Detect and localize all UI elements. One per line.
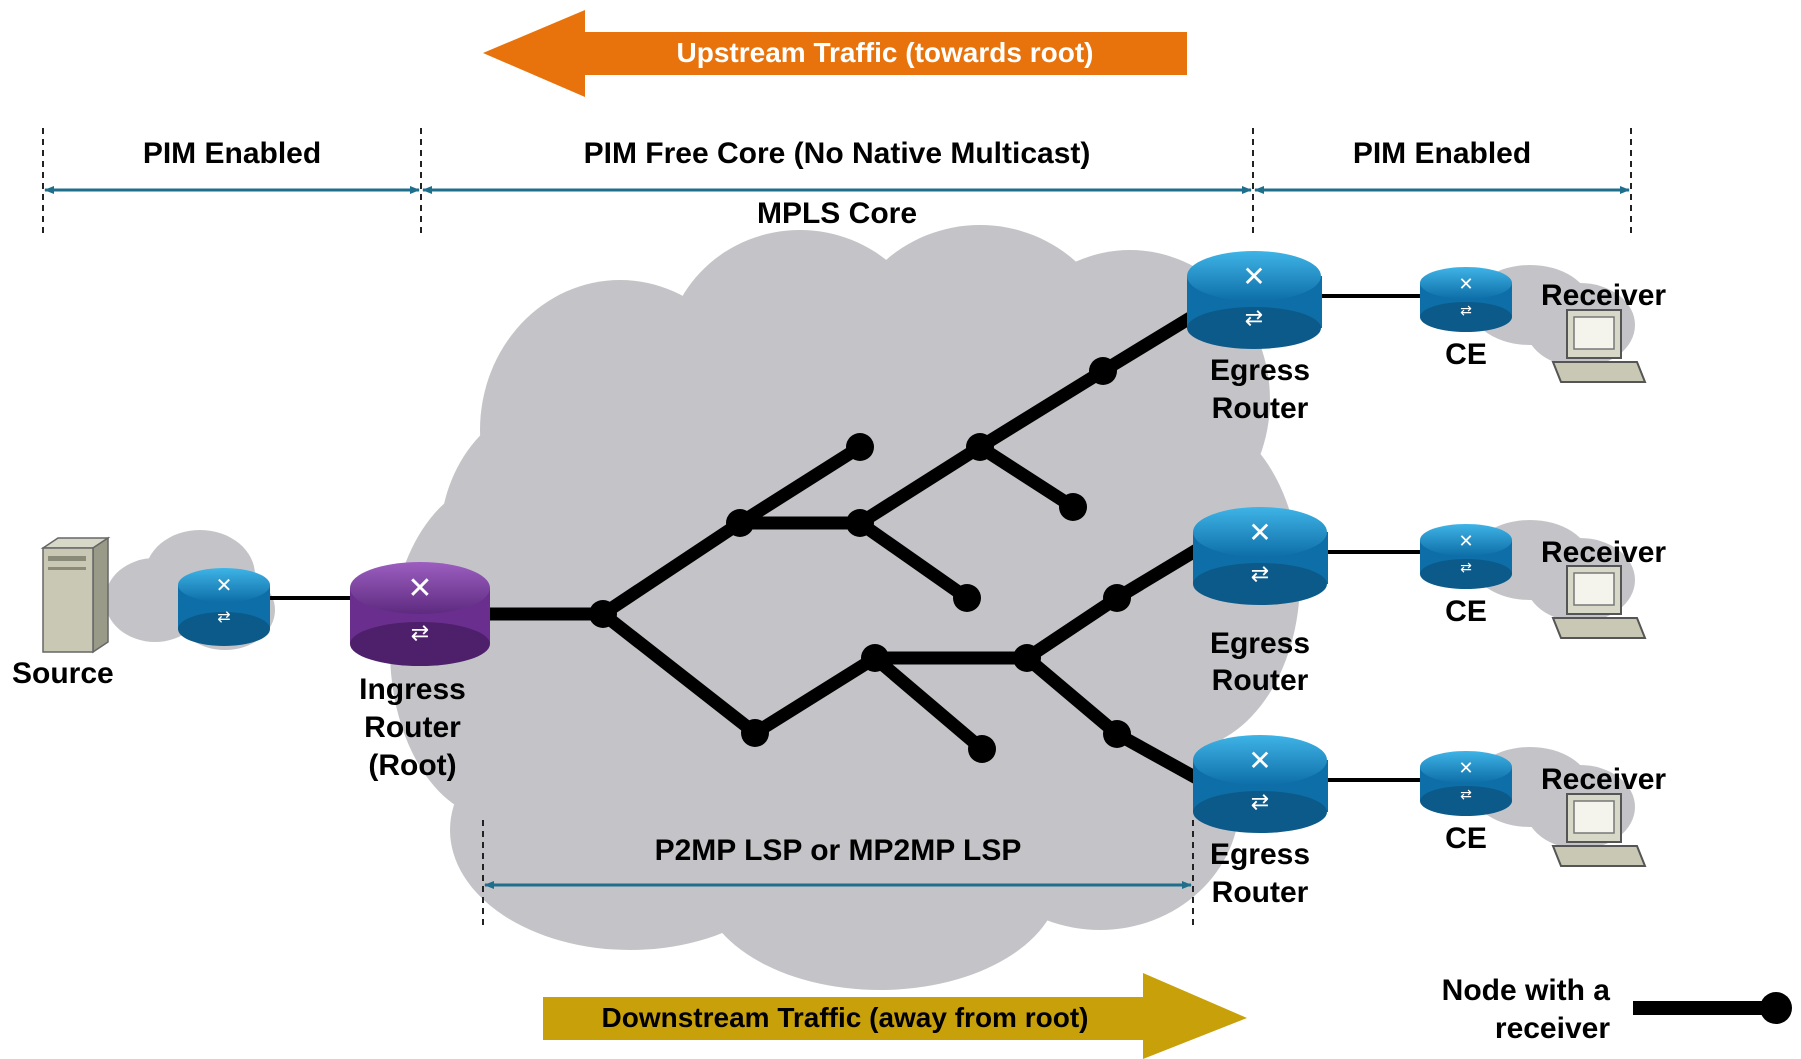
lsp-type-label: P2MP LSP or MP2MP LSP xyxy=(654,834,1022,867)
ingress-label-line2: Router xyxy=(364,711,461,744)
svg-text:✕: ✕ xyxy=(1458,758,1473,779)
egress-label-2-line1: Egress xyxy=(1209,627,1311,660)
svg-text:✕: ✕ xyxy=(1248,516,1271,549)
receiver-label-2: Receiver xyxy=(1541,536,1667,569)
upstream-arrow xyxy=(483,10,1187,97)
svg-text:✕: ✕ xyxy=(1248,744,1271,777)
receiver-pc-icon-1[interactable] xyxy=(1551,309,1647,383)
svg-text:⇄: ⇄ xyxy=(1460,560,1472,576)
svg-text:⇄: ⇄ xyxy=(1460,303,1472,319)
zone-label-left: PIM Enabled xyxy=(142,137,322,170)
egress-label-1-line2: Router xyxy=(1211,392,1309,425)
svg-text:⇄: ⇄ xyxy=(1245,306,1263,331)
zone-label-right: PIM Enabled xyxy=(1352,137,1532,170)
egress-label-3-line2: Router xyxy=(1211,876,1309,909)
zone-boundaries xyxy=(42,128,1632,930)
receiver-label-1: Receiver xyxy=(1541,279,1667,312)
svg-text:✕: ✕ xyxy=(216,573,233,597)
lsp-tree-nodes xyxy=(589,357,1131,763)
ce-label-1: CE xyxy=(1445,338,1487,371)
source-router-icon[interactable]: ✕ ⇄ xyxy=(178,568,270,646)
legend-label-line2: receiver xyxy=(1494,1012,1610,1045)
egress-router-icon-2[interactable]: ✕ ⇄ xyxy=(1193,507,1328,605)
svg-text:⇄: ⇄ xyxy=(1251,562,1269,587)
svg-text:⇄: ⇄ xyxy=(217,607,230,626)
ingress-label-line3: (Root) xyxy=(368,749,457,782)
zone-dimension-arrows xyxy=(44,186,1630,889)
legend-label-line1: Node with a xyxy=(1441,974,1610,1007)
svg-text:⇄: ⇄ xyxy=(411,621,429,646)
receiver-pc-icon-2[interactable] xyxy=(1551,565,1647,639)
svg-text:✕: ✕ xyxy=(1458,274,1473,295)
svg-text:⇄: ⇄ xyxy=(1460,787,1472,803)
downstream-traffic-label: Downstream Traffic (away from root) xyxy=(601,1002,1089,1033)
receiver-label-3: Receiver xyxy=(1541,763,1667,796)
zone-label-core: PIM Free Core (No Native Multicast) xyxy=(583,137,1091,170)
egress-label-1-line1: Egress xyxy=(1209,354,1311,387)
ce-router-icon-3[interactable]: ✕ ⇄ xyxy=(1420,751,1512,816)
ingress-router-icon[interactable]: ✕ ⇄ xyxy=(350,562,490,666)
ingress-label-line1: Ingress xyxy=(359,673,466,706)
svg-text:⇄: ⇄ xyxy=(1251,790,1269,815)
svg-text:✕: ✕ xyxy=(1242,260,1265,293)
ce-label-3: CE xyxy=(1445,822,1487,855)
egress-label-3-line1: Egress xyxy=(1209,838,1311,871)
source-server-icon[interactable] xyxy=(40,536,111,654)
ce-router-icon-2[interactable]: ✕ ⇄ xyxy=(1420,524,1512,589)
ce-label-2: CE xyxy=(1445,595,1487,628)
receiver-pc-icon-3[interactable] xyxy=(1551,793,1647,867)
legend-node-symbol xyxy=(1633,992,1792,1024)
downstream-arrow xyxy=(543,973,1247,1059)
egress-router-icon-1[interactable]: ✕ ⇄ xyxy=(1187,251,1322,349)
access-links xyxy=(265,294,1422,782)
mpls-core-label: MPLS Core xyxy=(756,197,918,230)
svg-text:✕: ✕ xyxy=(1458,531,1473,552)
ce-router-icon-1[interactable]: ✕ ⇄ xyxy=(1420,267,1512,332)
svg-text:✕: ✕ xyxy=(407,571,432,606)
egress-router-icon-3[interactable]: ✕ ⇄ xyxy=(1193,735,1328,833)
source-label: Source xyxy=(12,657,114,690)
lsp-tree xyxy=(473,311,1207,787)
egress-label-2-line2: Router xyxy=(1211,664,1309,697)
upstream-traffic-label: Upstream Traffic (towards root) xyxy=(676,37,1094,68)
